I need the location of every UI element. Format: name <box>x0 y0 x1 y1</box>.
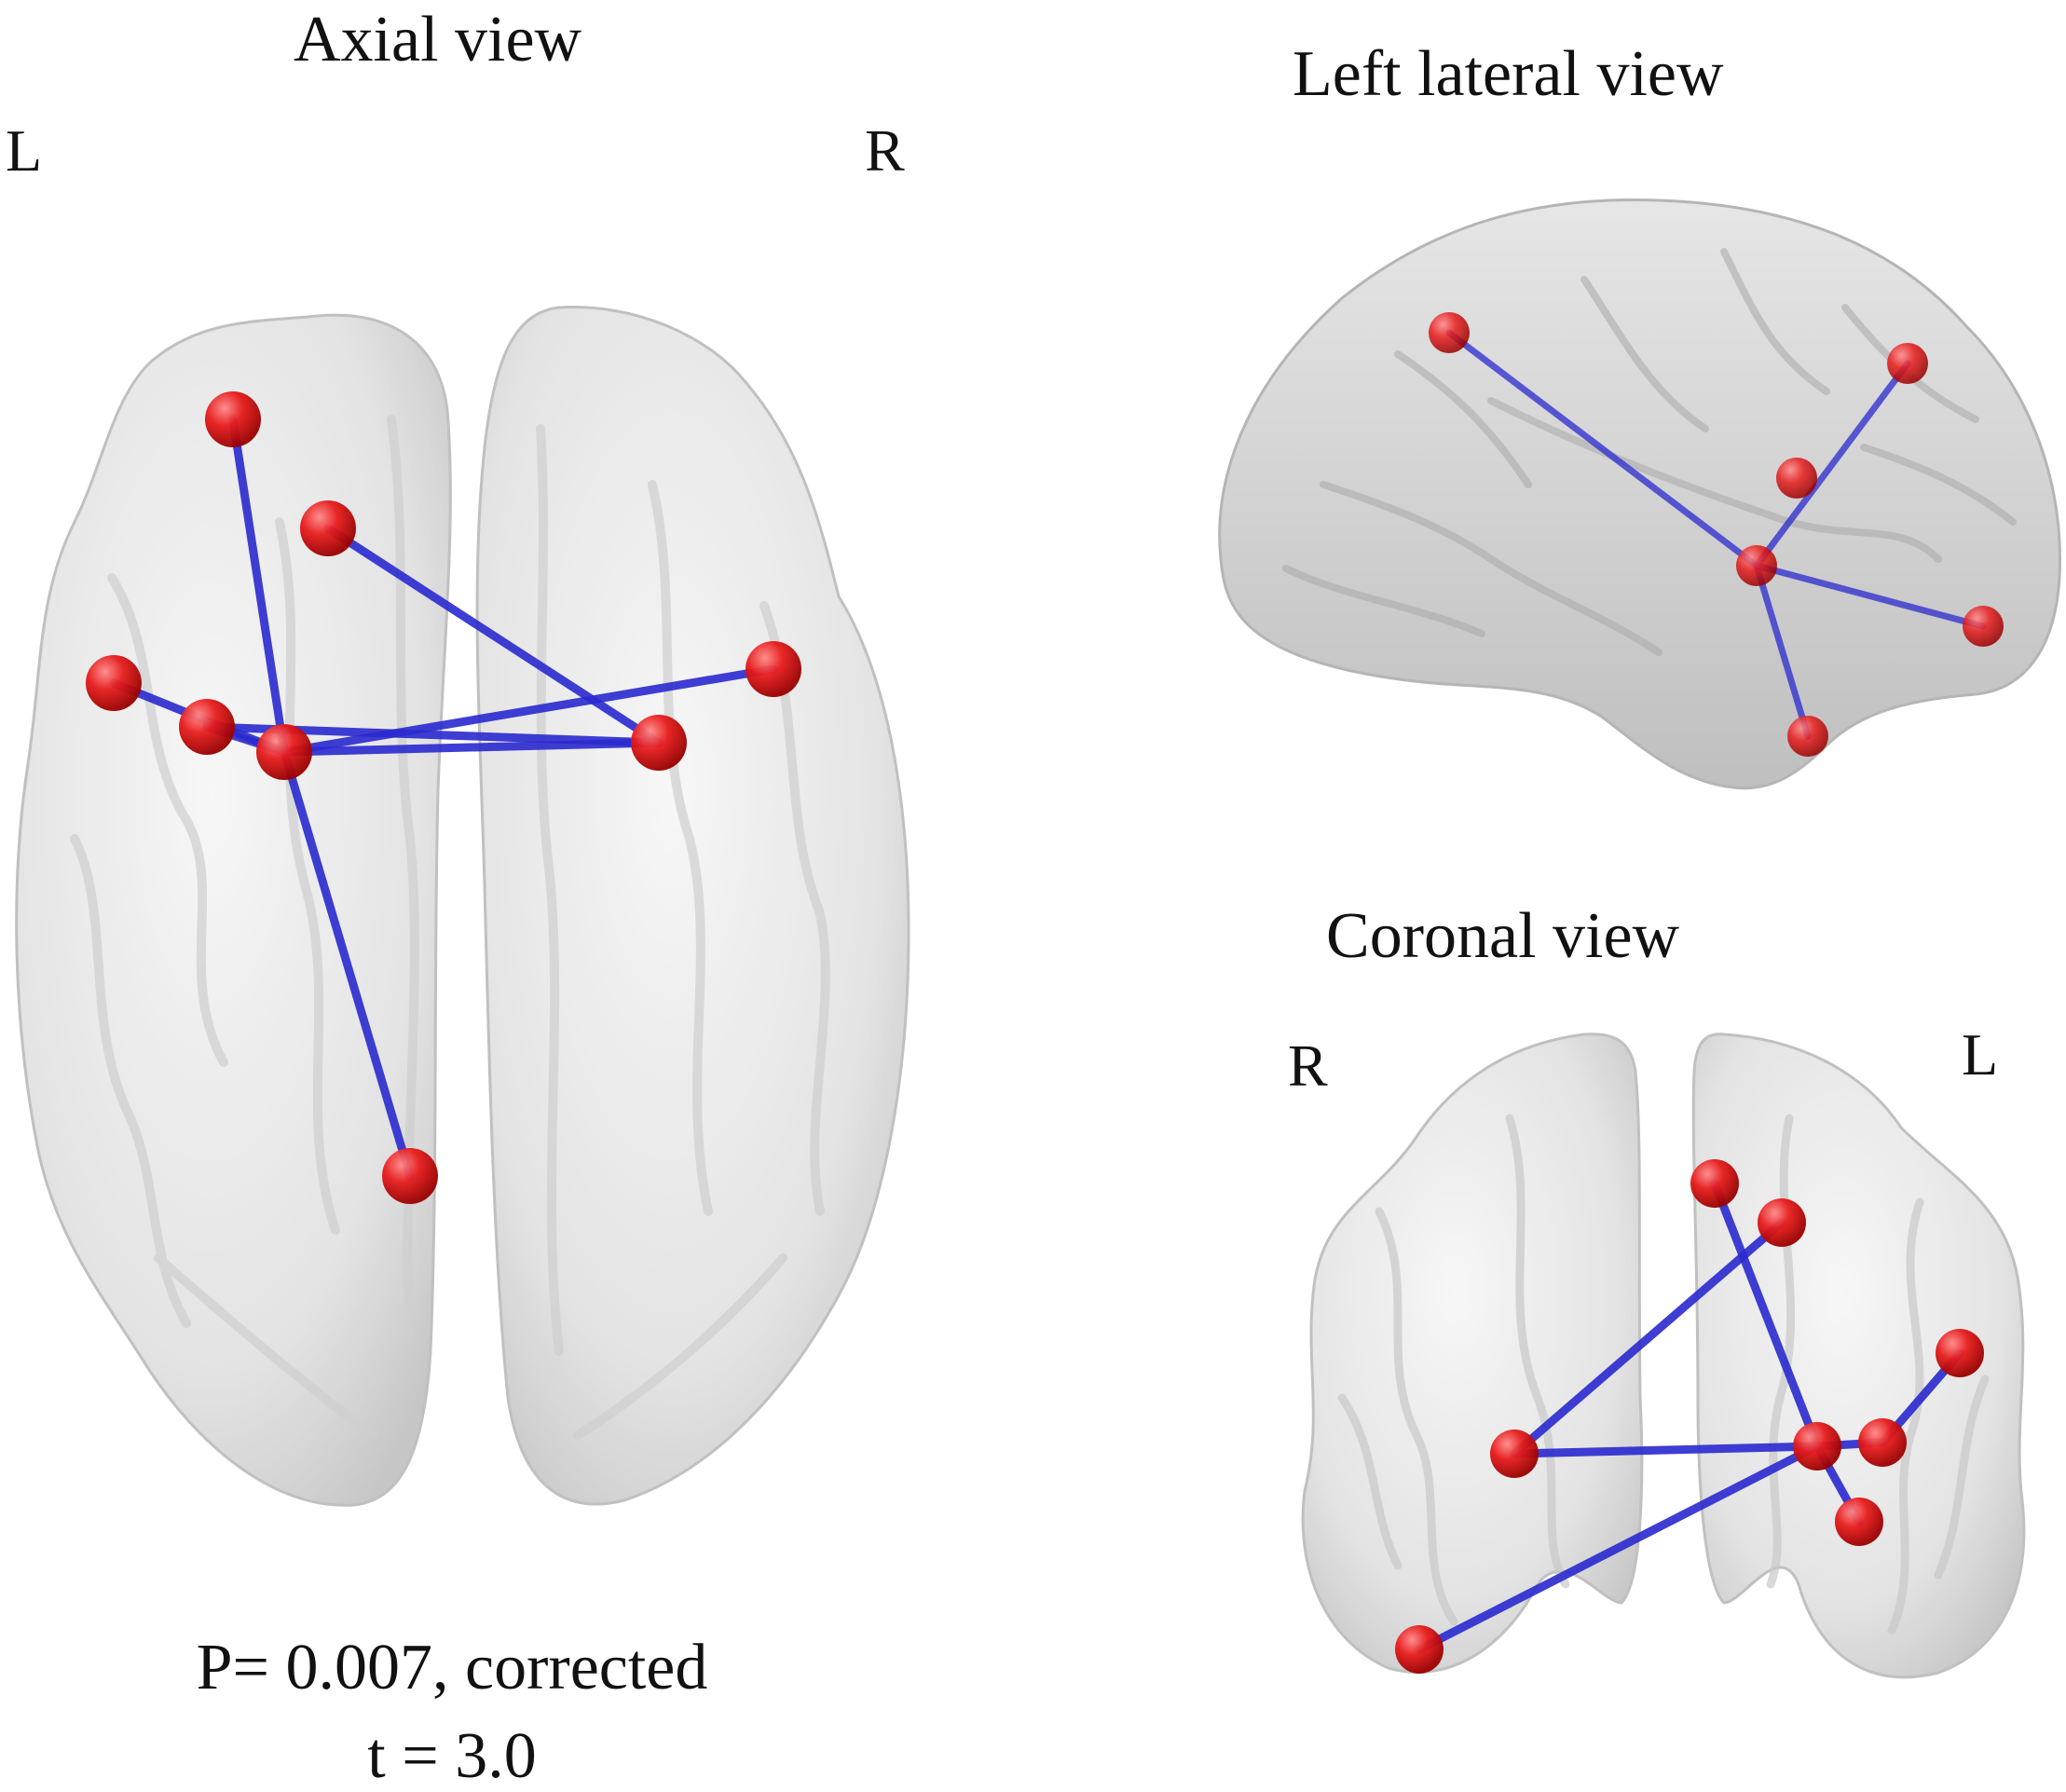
axial-edge-4 <box>280 664 778 757</box>
lateral-edge-2 <box>1753 562 1987 630</box>
lateral-brain <box>1218 198 2061 790</box>
coronal-edge-6 <box>1415 1442 1822 1654</box>
axial-gyri <box>70 415 830 1440</box>
network-nodes <box>86 312 2004 1674</box>
coronal-view-title: Coronal view <box>1326 900 1680 972</box>
coronal-edge-2 <box>1510 1442 1822 1458</box>
lateral-view-title: Left lateral view <box>1293 38 1724 110</box>
coronal-edge-0 <box>1710 1179 1822 1451</box>
coronal-brain <box>1301 1033 2026 1679</box>
lateral-node-2 <box>1776 458 1817 499</box>
coronal-node-6 <box>1835 1498 1883 1546</box>
t-threshold-text: t = 3.0 <box>367 1720 537 1792</box>
axial-view-title: Axial view <box>294 4 582 75</box>
coronal-right-marker: L <box>1962 1021 1999 1088</box>
lateral-node-5 <box>1787 716 1828 757</box>
axial-node-4 <box>256 724 312 780</box>
coronal-node-0 <box>1690 1159 1739 1208</box>
coronal-edge-1 <box>1510 1218 1786 1458</box>
axial-edge-6 <box>280 747 415 1181</box>
coronal-node-7 <box>1395 1625 1443 1674</box>
axial-left-marker: L <box>6 117 43 184</box>
axial-brain <box>15 306 910 1507</box>
axial-node-6 <box>631 715 687 771</box>
lateral-edge-3 <box>1753 562 1812 740</box>
axial-node-0 <box>205 391 261 447</box>
axial-node-2 <box>86 655 142 711</box>
lateral-node-3 <box>1736 545 1777 586</box>
coronal-node-3 <box>1490 1429 1539 1478</box>
axial-node-1 <box>300 500 356 556</box>
p-value-text: P= 0.007, corrected <box>196 1632 708 1703</box>
lateral-edge-0 <box>1445 329 1760 569</box>
axial-edge-0 <box>228 415 289 757</box>
lateral-hemisphere <box>1218 198 2061 790</box>
lateral-edge-1 <box>1753 360 1911 569</box>
coronal-gyri <box>1337 1114 1990 1635</box>
axial-node-3 <box>179 699 235 755</box>
lateral-node-0 <box>1429 312 1470 353</box>
axial-node-5 <box>746 641 801 697</box>
lateral-node-4 <box>1963 606 2004 647</box>
axial-right-hemisphere <box>475 306 910 1506</box>
coronal-right-hemisphere <box>1301 1033 1644 1674</box>
axial-node-7 <box>382 1148 438 1204</box>
coronal-node-4 <box>1793 1422 1841 1471</box>
axial-edge-1 <box>323 524 664 747</box>
coronal-node-1 <box>1758 1198 1806 1247</box>
coronal-node-5 <box>1858 1418 1907 1467</box>
coronal-node-2 <box>1936 1329 1984 1377</box>
axial-right-marker: R <box>865 117 905 184</box>
lateral-node-1 <box>1887 343 1928 384</box>
coronal-left-marker: R <box>1288 1033 1328 1099</box>
